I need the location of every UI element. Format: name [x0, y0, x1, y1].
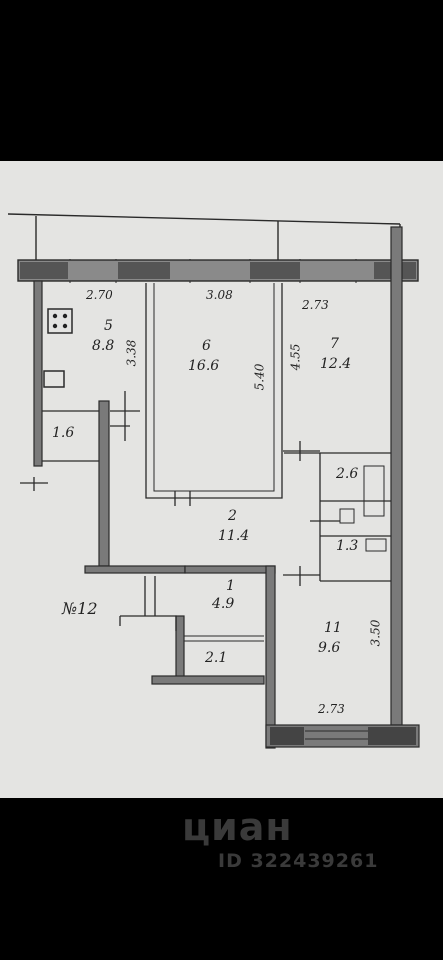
floor-plan-sheet: 5 8.8 6 16.6 7 12.4 2 11.4 1 4.9 11 9.6 … [0, 161, 443, 798]
room-1-area: 4.9 [212, 596, 235, 612]
room-7-area: 12.4 [320, 356, 352, 372]
room-2-area: 11.4 [218, 528, 250, 544]
room-6-width-dimension: 3.08 [206, 288, 233, 302]
room-11-area: 9.6 [318, 640, 341, 656]
apartment-number: №12 [62, 599, 98, 618]
closet-area: 2.1 [205, 650, 228, 666]
room-11-depth-dimension: 3.50 [368, 619, 383, 647]
room-11-width-dimension: 2.73 [318, 702, 345, 716]
watermark-listing-id: ID 322439261 [218, 850, 379, 872]
room-5-number: 5 [104, 318, 113, 334]
room-7-number: 7 [330, 336, 339, 352]
room-6-depth-dimension: 5.40 [252, 363, 267, 391]
bath-area: 2.6 [336, 466, 359, 482]
room-5-depth-dimension: 3.38 [124, 339, 139, 367]
room-7-depth-dimension: 4.55 [288, 343, 303, 371]
room-5-area: 8.8 [92, 338, 115, 354]
room-2-number: 2 [228, 508, 237, 524]
room-11-number: 11 [324, 620, 342, 636]
watermark-logo: циан [182, 805, 293, 849]
cian-watermark: циан ID 322439261 [182, 805, 412, 875]
room-7-width-dimension: 2.73 [302, 298, 329, 312]
toilet-area: 1.3 [336, 538, 359, 554]
room-1-number: 1 [226, 578, 235, 594]
room-6-number: 6 [202, 338, 211, 354]
storage-area: 1.6 [52, 425, 75, 441]
floor-plan-drawing [7, 213, 420, 749]
room-6-area: 16.6 [188, 358, 220, 374]
room-5-width-dimension: 2.70 [86, 288, 113, 302]
